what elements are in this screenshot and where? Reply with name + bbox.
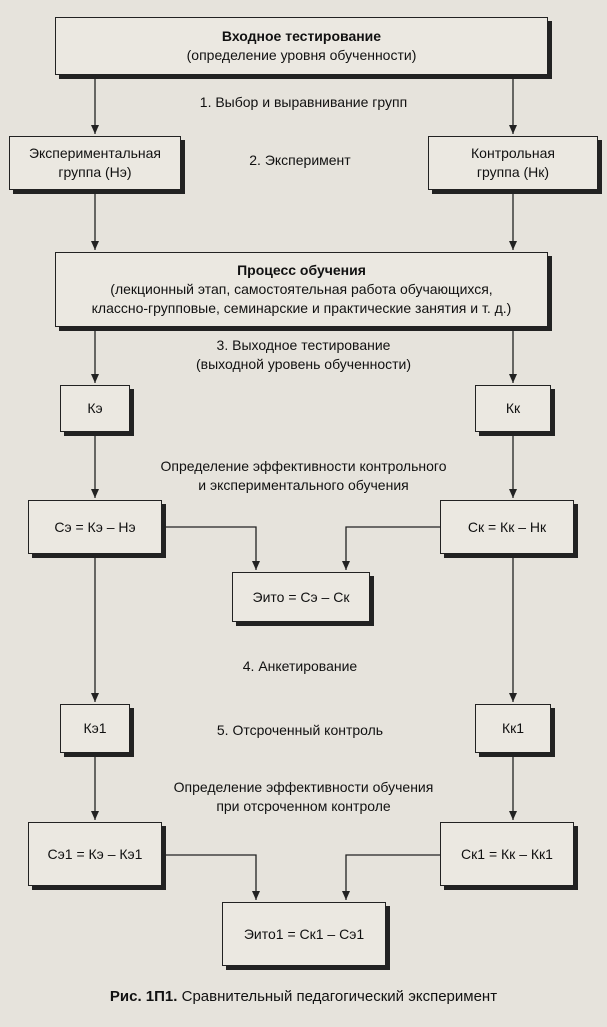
experimental-group-box: Экспериментальная группа (Нэ) xyxy=(9,136,181,190)
input-testing-box: Входное тестирование (определение уровня… xyxy=(55,17,548,75)
experimental-group-line1: Экспериментальная xyxy=(28,145,162,161)
ke-text: Кэ xyxy=(87,400,103,416)
arrow-se-to-eito xyxy=(162,526,260,570)
ke1-text: Кэ1 xyxy=(83,720,107,736)
learning-process-box: Процесс обучения (лекционный этап, самос… xyxy=(55,252,548,327)
eito-formula: Эито = Сэ – Ск xyxy=(252,588,350,605)
eito1-box: Эито1 = Ск1 – Сэ1 xyxy=(222,902,386,966)
eito-box: Эито = Сэ – Ск xyxy=(232,572,370,622)
eito1-formula: Эито1 = Ск1 – Сэ1 xyxy=(243,925,365,942)
effect1-label-line1: Определение эффективности контрольного xyxy=(160,458,447,474)
arrow-se1-to-eito1 xyxy=(162,854,260,900)
effect2-label-line2: при отсроченном контроле xyxy=(216,798,391,814)
step4-label: 4. Анкетирование xyxy=(242,658,358,674)
figure-number: Рис. 1П1. xyxy=(109,988,178,1005)
kk-box: Кк xyxy=(475,385,551,432)
se-formula: Сэ = Кэ – Нэ xyxy=(54,518,136,535)
step2-label: 2. Эксперимент xyxy=(249,152,351,168)
control-group-line1: Контрольная xyxy=(471,145,555,161)
effect1-label-line2: и экспериментального обучения xyxy=(198,477,409,493)
sk-formula: Ск = Кк – Нк xyxy=(467,518,547,535)
step1-label: 1. Выбор и выравнивание групп xyxy=(199,94,408,110)
se1-formula: Сэ1 = Кэ – Кэ1 xyxy=(47,845,143,862)
ke-box: Кэ xyxy=(60,385,130,432)
figure-caption: Рис. 1П1. Сравнительный педагогический э… xyxy=(0,988,607,1005)
input-testing-subtitle: (определение уровня обученности) xyxy=(186,47,417,63)
kk1-text: Кк1 xyxy=(501,720,525,736)
experimental-group-line2: группа (Нэ) xyxy=(58,164,132,180)
learning-process-line2: классно-групповые, семинарские и практич… xyxy=(91,300,512,316)
step5-label: 5. Отсроченный контроль xyxy=(216,722,384,738)
arrow-sk1-to-eito1 xyxy=(342,854,440,900)
figure-title: Сравнительный педагогический эксперимент xyxy=(181,988,498,1005)
ke1-box: Кэ1 xyxy=(60,704,130,753)
kk-text: Кк xyxy=(505,400,521,416)
input-testing-title: Входное тестирование xyxy=(221,28,382,44)
sk1-box: Ск1 = Кк – Кк1 xyxy=(440,822,574,886)
learning-process-title: Процесс обучения xyxy=(237,262,366,278)
step3-label-line1: 3. Выходное тестирование xyxy=(216,337,391,353)
se-box: Сэ = Кэ – Нэ xyxy=(28,500,162,554)
effect2-label-line1: Определение эффективности обучения xyxy=(173,779,434,795)
kk1-box: Кк1 xyxy=(475,704,551,753)
step3-label-line2: (выходной уровень обученности) xyxy=(196,356,411,372)
se1-box: Сэ1 = Кэ – Кэ1 xyxy=(28,822,162,886)
sk1-formula: Ск1 = Кк – Кк1 xyxy=(461,845,553,862)
control-group-box: Контрольная группа (Нк) xyxy=(428,136,598,190)
learning-process-line1: (лекционный этап, самостоятельная работа… xyxy=(110,281,493,297)
sk-box: Ск = Кк – Нк xyxy=(440,500,574,554)
control-group-line2: группа (Нк) xyxy=(476,164,550,180)
arrow-sk-to-eito xyxy=(342,526,440,570)
